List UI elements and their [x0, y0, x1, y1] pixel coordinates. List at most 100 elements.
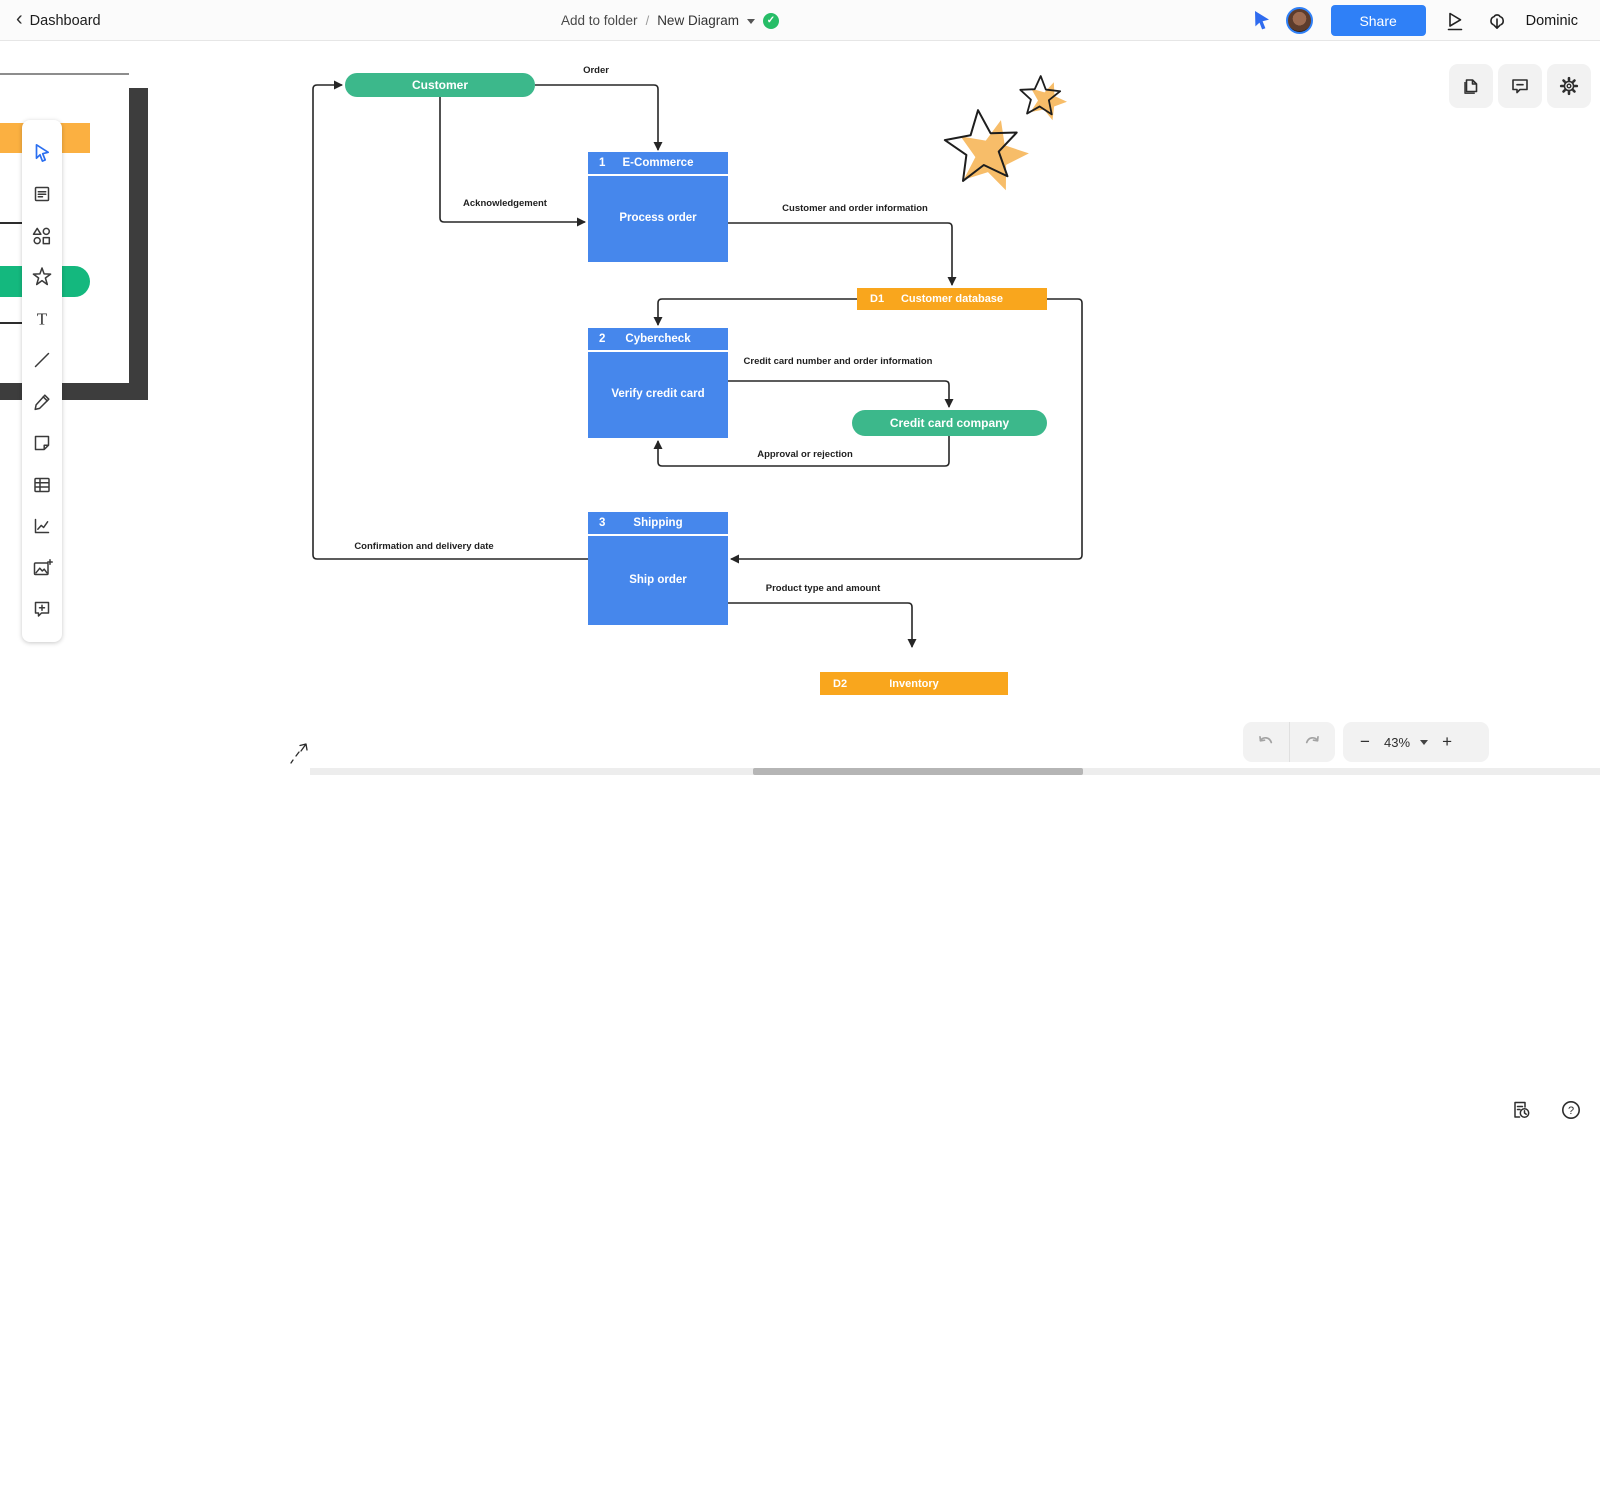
process-action: Ship order — [629, 573, 687, 586]
star-shape-tool-button[interactable] — [27, 262, 57, 292]
flow-label-acknowledgement[interactable]: Acknowledgement — [463, 198, 547, 209]
notes-icon — [34, 186, 50, 202]
cursor-icon — [35, 143, 50, 162]
avatar[interactable] — [1285, 7, 1313, 34]
tool-palette: T — [22, 120, 62, 642]
process-cybercheck[interactable]: 2 Cybercheck Verify credit card — [588, 328, 728, 438]
process-action: Verify credit card — [611, 388, 705, 400]
back-label: Dashboard — [29, 12, 101, 29]
image-plus-icon — [33, 562, 49, 576]
help-button[interactable]: ? — [1549, 722, 1593, 1497]
shapes-tool-button[interactable] — [27, 221, 57, 251]
select-tool-button[interactable] — [27, 138, 57, 168]
horizontal-scrollbar-thumb[interactable] — [753, 768, 1083, 775]
flow-confirmation-line[interactable] — [312, 80, 588, 560]
pages-icon — [1465, 79, 1478, 93]
chart-icon — [34, 519, 50, 534]
top-bar: ‹ Dashboard Add to folder / New Diagram … — [0, 0, 1600, 41]
undo-icon — [1259, 737, 1272, 744]
zoom-in-button[interactable]: + — [1438, 722, 1456, 762]
add-to-folder-link[interactable]: Add to folder — [561, 13, 638, 28]
arc-icon — [1489, 13, 1504, 25]
process-number: 1 — [599, 157, 606, 169]
share-button[interactable]: Share — [1330, 5, 1426, 36]
shapes-icon — [32, 227, 42, 235]
back-to-dashboard[interactable]: ‹ Dashboard — [16, 0, 101, 41]
line-tool-button[interactable] — [27, 345, 57, 375]
flow-label-ccnumber[interactable]: Credit card number and order information — [743, 356, 933, 367]
flow-order-line[interactable] — [535, 84, 663, 151]
process-header: 1 E-Commerce — [588, 152, 728, 176]
process-number: 2 — [599, 333, 606, 345]
flow-product-line[interactable] — [727, 602, 917, 648]
pencil-tool-button[interactable] — [27, 387, 57, 417]
chart-tool-button[interactable] — [27, 511, 57, 541]
process-title: Cybercheck — [625, 333, 691, 345]
table-icon — [34, 477, 50, 493]
flow-d1-to-cybercheck-line[interactable] — [653, 298, 857, 326]
redo-button[interactable] — [1289, 722, 1335, 762]
path-separator: / — [645, 13, 650, 28]
entity-customer[interactable]: Customer — [345, 73, 535, 97]
flow-label-product[interactable]: Product type and amount — [765, 583, 881, 594]
process-shipping[interactable]: 3 Shipping Ship order — [588, 512, 728, 625]
notes-tool-button[interactable] — [27, 179, 57, 209]
datastore-name: Inventory — [889, 677, 939, 690]
horizontal-scrollbar-track[interactable] — [310, 768, 1600, 775]
table-tool-button[interactable] — [27, 470, 57, 500]
present-button[interactable] — [1442, 8, 1468, 34]
flow-label-confirmation[interactable]: Confirmation and delivery date — [354, 541, 494, 552]
datastore-id: D1 — [870, 293, 885, 305]
flow-approval-line[interactable] — [653, 436, 950, 467]
topbar-right-group: Share Dominic — [1253, 0, 1600, 41]
user-name[interactable]: Dominic — [1525, 12, 1578, 29]
process-body: Process order — [588, 176, 728, 260]
zoom-level[interactable]: 43% — [1384, 734, 1411, 750]
datastore-name: Customer database — [900, 293, 1004, 305]
entity-label: Credit card company — [889, 416, 1010, 430]
pages-button[interactable] — [1449, 64, 1493, 108]
image-tool-button[interactable] — [27, 553, 57, 583]
datastore-inventory[interactable]: D2 Inventory — [820, 672, 1008, 695]
flow-label-approval[interactable]: Approval or rejection — [757, 449, 853, 460]
settings-button[interactable] — [1547, 64, 1591, 108]
sticky-note-tool-button[interactable] — [27, 428, 57, 458]
sticky-note-icon — [34, 436, 50, 451]
document-title[interactable]: New Diagram — [657, 13, 739, 28]
flow-label-customer-info[interactable]: Customer and order information — [782, 203, 928, 214]
text-icon: T — [37, 309, 48, 328]
line-icon — [34, 352, 50, 368]
collaborator-cursor-icon — [1253, 10, 1272, 31]
process-body: Ship order — [588, 536, 728, 623]
flow-label-order[interactable]: Order — [583, 65, 609, 76]
process-title: Shipping — [633, 517, 683, 529]
comments-panel-button[interactable] — [1498, 64, 1542, 108]
title-menu-caret-icon[interactable] — [746, 19, 755, 24]
undo-button[interactable] — [1243, 722, 1289, 762]
flow-d1-to-shipping-line[interactable] — [730, 298, 1083, 564]
process-header: 2 Cybercheck — [588, 328, 728, 352]
arrow-down-icon — [1492, 17, 1501, 29]
connector-layer — [312, 80, 1083, 648]
divider — [1288, 722, 1290, 762]
entity-credit-card-company[interactable]: Credit card company — [852, 410, 1047, 436]
zoom-menu-caret-icon[interactable] — [1420, 739, 1429, 745]
flow-customer-info-line[interactable] — [727, 222, 957, 286]
entity-label: Customer — [411, 78, 468, 92]
text-tool-button[interactable]: T — [27, 304, 57, 334]
flow-acknowledgement-line[interactable] — [439, 97, 586, 227]
process-number: 3 — [599, 517, 606, 529]
zoom-out-button[interactable]: − — [1356, 722, 1374, 762]
comment-tool-button[interactable] — [27, 594, 57, 624]
zoom-controls: − 43% + — [1343, 722, 1489, 762]
flow-ccnumber-line[interactable] — [727, 380, 954, 408]
process-title: E-Commerce — [622, 157, 694, 169]
gear-icon — [1559, 76, 1579, 96]
redo-icon — [1306, 737, 1319, 744]
download-app-button[interactable] — [1484, 8, 1510, 34]
process-ecommerce[interactable]: 1 E-Commerce Process order — [588, 152, 728, 262]
star-icon — [32, 267, 52, 286]
datastore-customer-database[interactable]: D1 Customer database — [857, 288, 1047, 310]
version-history-button[interactable] — [1499, 722, 1543, 1497]
chevron-left-icon: ‹ — [16, 8, 23, 30]
